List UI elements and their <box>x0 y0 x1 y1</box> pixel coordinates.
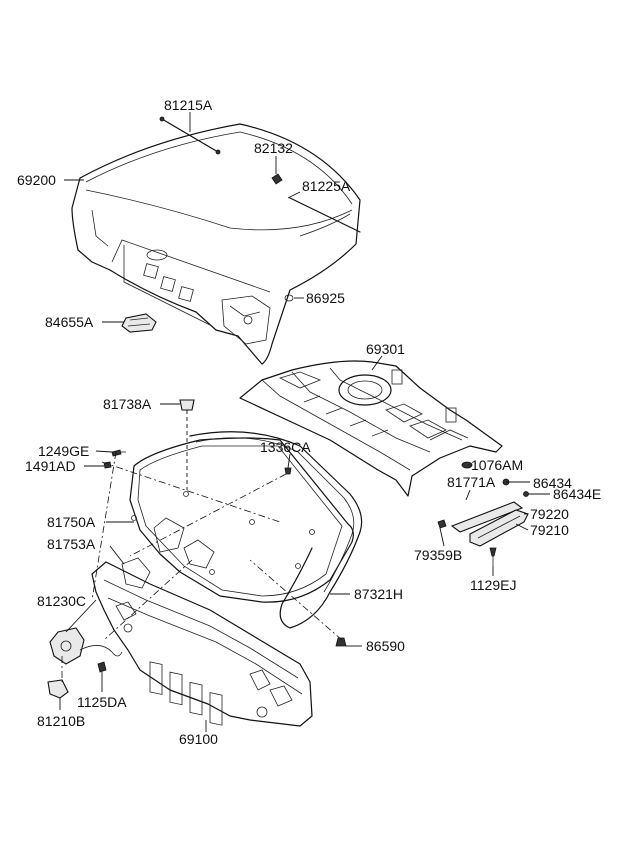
handle-84655A <box>121 313 157 333</box>
plug-86925 <box>284 294 294 302</box>
trim-panel-81750A <box>121 437 354 603</box>
label-81225A: 81225A <box>302 178 351 194</box>
bolt-1125DA <box>97 661 107 673</box>
label-1249GE: 1249GE <box>38 443 89 459</box>
clip-1336CA <box>284 467 292 475</box>
screw-1249GE <box>111 449 126 457</box>
label-86590: 86590 <box>366 638 405 654</box>
latch-81230C <box>49 627 123 665</box>
label-81210B: 81210B <box>37 713 85 729</box>
weatherstrip-87321H <box>189 431 363 629</box>
rear-shelf-panel <box>239 360 503 497</box>
part-labels: 81215A 82132 69200 81225A 86925 84655A 6… <box>17 97 601 747</box>
label-81738A: 81738A <box>103 396 152 412</box>
label-81215A: 81215A <box>164 97 213 113</box>
label-69301: 69301 <box>366 341 405 357</box>
alignment-lines <box>61 451 343 682</box>
clip-82132 <box>271 173 283 185</box>
label-86925: 86925 <box>306 290 345 306</box>
label-84655A: 84655A <box>45 314 94 330</box>
label-1125DA: 1125DA <box>77 694 127 710</box>
strip-81225A <box>289 197 361 233</box>
label-1491AD: 1491AD <box>25 458 76 474</box>
label-81230C: 81230C <box>37 593 86 609</box>
label-82132: 82132 <box>254 140 293 156</box>
label-79210: 79210 <box>530 522 569 538</box>
label-79359B: 79359B <box>414 547 462 563</box>
label-86434: 86434 <box>533 475 572 491</box>
label-69200: 69200 <box>17 172 56 188</box>
bumper-81738A <box>179 399 195 490</box>
label-81750A: 81750A <box>47 514 96 530</box>
hinge-assembly <box>437 478 529 566</box>
label-81753A: 81753A <box>47 536 96 552</box>
grommet-1076AM <box>461 461 473 469</box>
label-1129EJ: 1129EJ <box>470 577 516 593</box>
label-1076AM: 1076AM <box>471 457 523 473</box>
strip-81215A <box>159 116 221 155</box>
inner-panel-69100 <box>91 561 313 727</box>
label-87321H: 87321H <box>354 586 403 602</box>
label-81771A: 81771A <box>447 474 496 490</box>
trunk-lid <box>71 123 361 365</box>
label-86434E: 86434E <box>553 486 601 502</box>
label-79220: 79220 <box>530 506 569 522</box>
latch-81210B <box>47 679 69 699</box>
leader-lines <box>59 112 550 732</box>
label-1336CA: 1336CA <box>260 439 311 455</box>
label-69100: 69100 <box>179 731 218 747</box>
